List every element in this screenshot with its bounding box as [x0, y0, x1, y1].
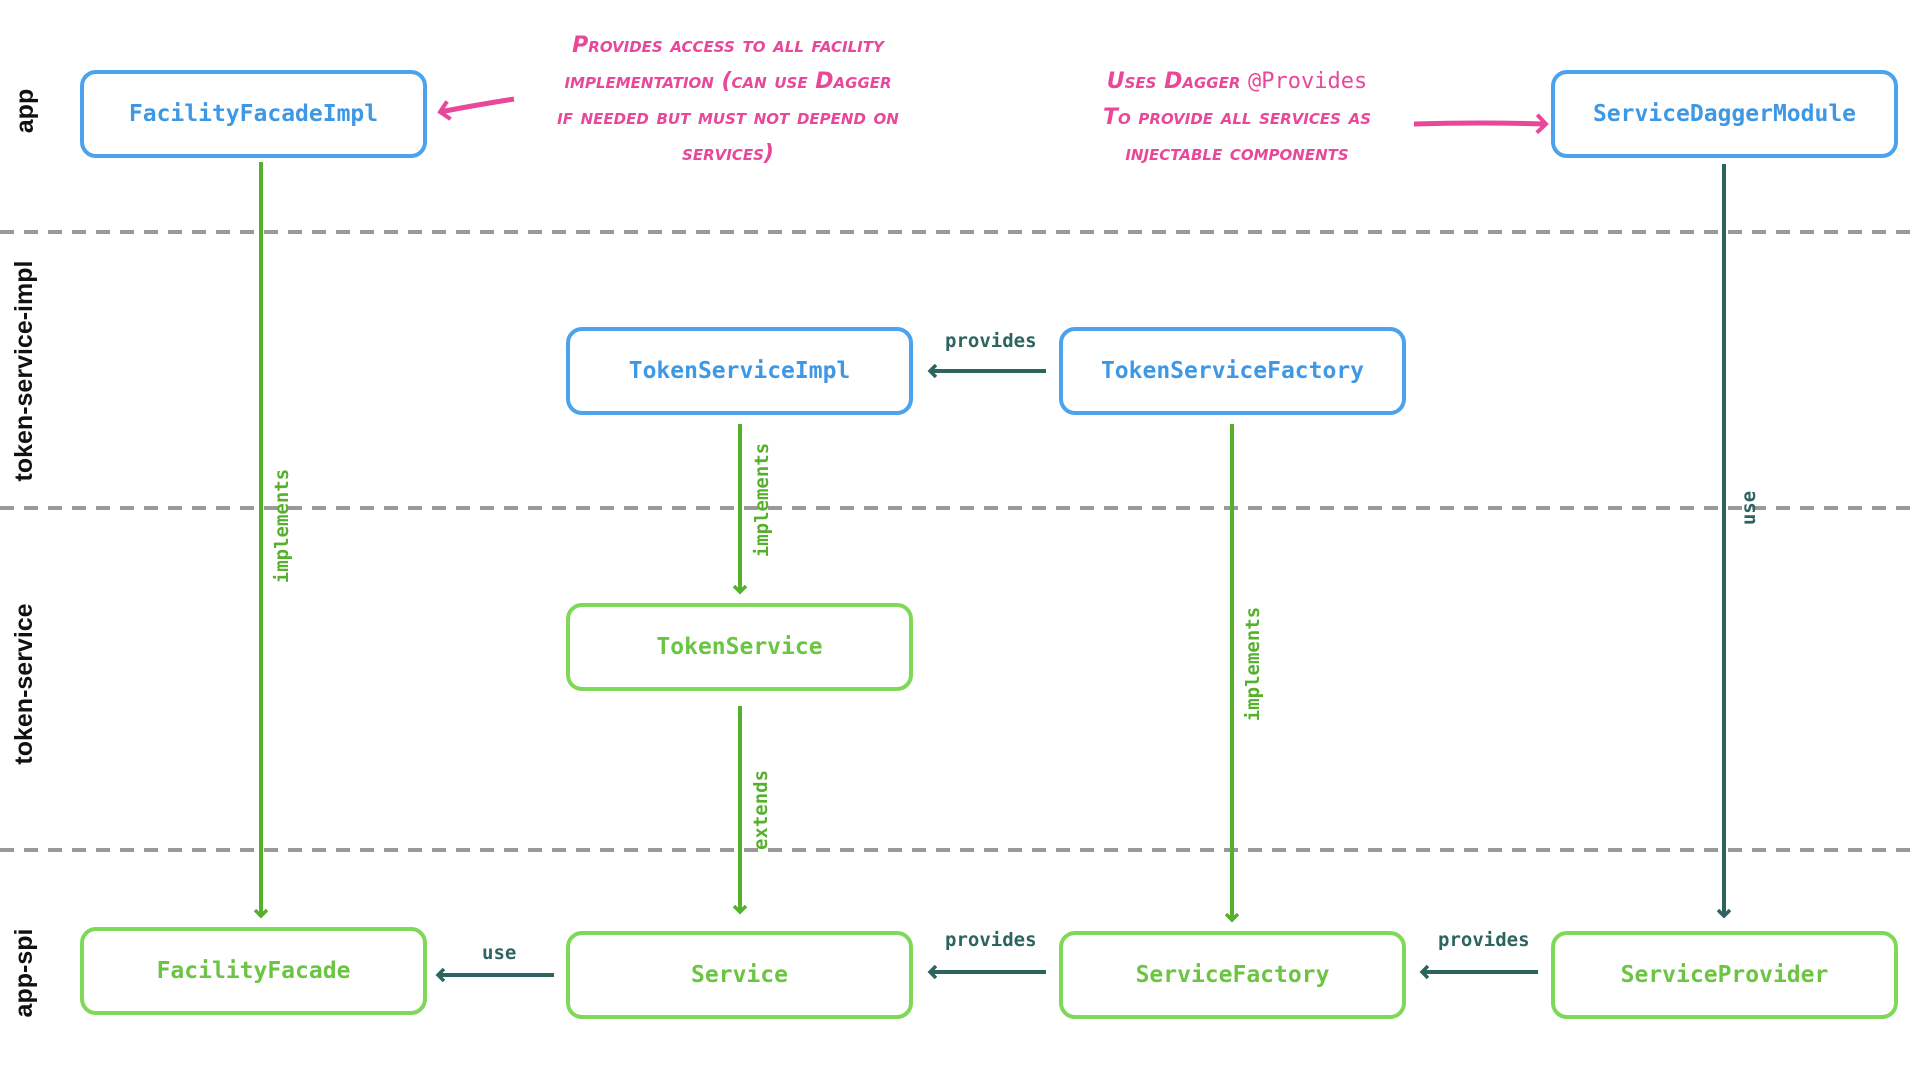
note-line: Uses Dagger @Provides [1064, 64, 1410, 100]
box-service[interactable]: Service [566, 931, 913, 1019]
note-line: if needed but must not depend on [557, 105, 899, 130]
note-line: services) [682, 141, 774, 166]
edge-label-service-provider-provides: provides [1438, 929, 1530, 951]
note-service-dagger: Uses Dagger @Provides To provide all ser… [1064, 64, 1410, 172]
box-service-factory[interactable]: ServiceFactory [1059, 931, 1406, 1019]
box-service-provider[interactable]: ServiceProvider [1551, 931, 1898, 1019]
edge-label-token-factory-provides: provides [945, 330, 1037, 352]
box-service-dagger-module[interactable]: ServiceDaggerModule [1551, 70, 1898, 158]
box-token-service-factory[interactable]: TokenServiceFactory [1059, 327, 1406, 415]
note-line: injectable components [1125, 141, 1349, 166]
edge-label-token-service-extends: extends [750, 769, 772, 851]
arrow-dagger-note [1413, 113, 1549, 135]
layer-label-app: app [11, 88, 39, 134]
note-text: Uses Dagger [1106, 69, 1249, 94]
box-token-service[interactable]: TokenService [566, 603, 913, 691]
note-code: @Provides [1248, 69, 1368, 94]
note-facility-facade: Provides access to all facility implemen… [520, 28, 936, 172]
layer-label-app-spi: app-spi [10, 928, 38, 1018]
edge-label-service-use: use [482, 942, 517, 964]
note-line: Provides access to all facility [572, 33, 884, 58]
note-line: implementation (can use Dagger [564, 69, 892, 94]
edge-label-service-factory-provides: provides [945, 929, 1037, 951]
arrow-facade-note [437, 96, 515, 121]
edge-label-token-impl-implements: implements [751, 442, 773, 558]
edge-label-dagger-use: use [1738, 490, 1760, 526]
note-line: To provide all services as [1102, 105, 1372, 130]
layer-label-token-service-impl: token-service-impl [10, 260, 38, 482]
edge-label-token-factory-implements: implements [1242, 606, 1264, 722]
box-token-service-impl[interactable]: TokenServiceImpl [566, 327, 913, 415]
box-facility-facade[interactable]: FacilityFacade [80, 927, 427, 1015]
box-facility-facade-impl[interactable]: FacilityFacadeImpl [80, 70, 427, 158]
layer-label-token-service: token-service [10, 603, 38, 765]
edge-label-facade-impl-implements: implements [271, 468, 293, 584]
